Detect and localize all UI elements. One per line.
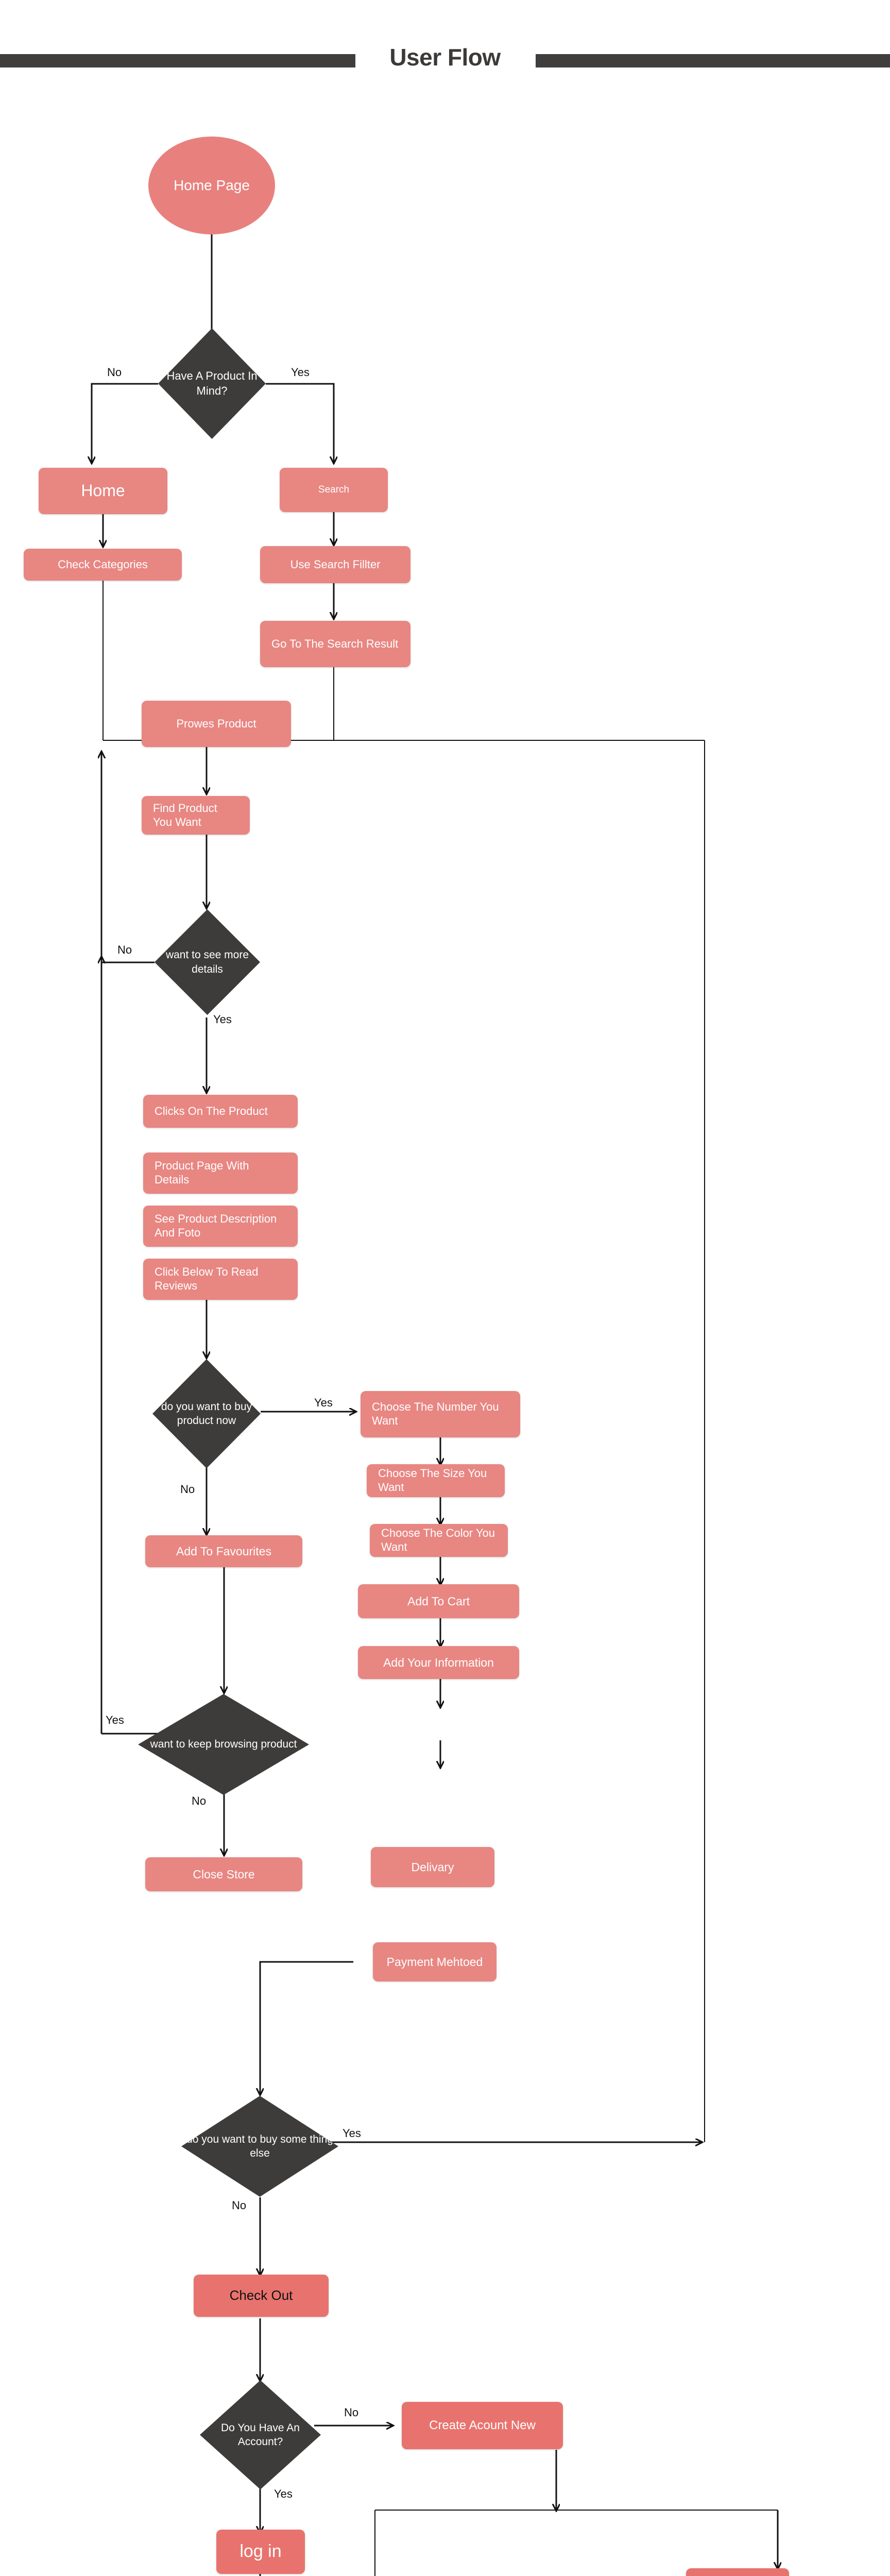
edge-label-have-account-yes: Yes: [274, 2487, 293, 2500]
edge-label-keep-browsing-yes: Yes: [106, 1714, 124, 1726]
node-label: Close Store: [193, 1867, 255, 1881]
node-add-to-favourites[interactable]: Add To Favourites: [145, 1535, 302, 1567]
node-home[interactable]: Home: [39, 468, 167, 514]
node-prowes-product[interactable]: Prowes Product: [142, 701, 291, 747]
node-label: Home Page: [174, 177, 250, 193]
node-label: log in: [239, 2541, 282, 2562]
node-choose-the-number-you-want[interactable]: Choose The Number You Want: [361, 1391, 520, 1437]
edge-label-have-product-no: No: [107, 366, 122, 379]
edge-label-keep-browsing-no: No: [192, 1794, 207, 1807]
node-label: Check Categories: [58, 557, 148, 571]
node-label: Use Search Fillter: [290, 557, 381, 571]
edge-label-have-product-yes: Yes: [291, 366, 310, 379]
edge-label-buy-now-yes: Yes: [314, 1396, 333, 1409]
node-label: Go To The Search Result: [271, 637, 399, 650]
node-label: Add Your Information: [383, 1655, 494, 1669]
node-search[interactable]: Search: [280, 468, 388, 512]
node-label: Clicks On The Product: [155, 1104, 268, 1117]
node-choose-the-color-you-want[interactable]: Choose The Color You Want: [370, 1524, 508, 1557]
header-rule-right: [536, 54, 890, 67]
node-label: Add To Cart: [407, 1594, 470, 1608]
node-delivary[interactable]: Delivary: [371, 1847, 494, 1887]
header-rule-left: [0, 54, 355, 67]
node-check-categories[interactable]: Check Categories: [24, 549, 182, 581]
node-click-below-to-read-reviews[interactable]: Click Below To Read Reviews: [143, 1259, 298, 1300]
node-clicks-on-the-product[interactable]: Clicks On The Product: [143, 1095, 298, 1128]
node-label: Add To Favourites: [176, 1544, 271, 1558]
edge-label-have-account-no: No: [344, 2406, 359, 2419]
node-label: See Product Description And Foto: [155, 1212, 277, 1239]
decision-label: want to keep browsing product: [150, 1738, 297, 1751]
decision-label: want to see more details: [165, 949, 249, 975]
node-home-page[interactable]: Home Page: [148, 137, 275, 234]
edge-label-buy-now-no: No: [180, 1483, 195, 1496]
node-fill-sign-up-details[interactable]: Fill Sign Up Details: [686, 2568, 789, 2576]
node-label: Find Product You Want: [153, 801, 217, 828]
node-label: Delivary: [411, 1860, 454, 1874]
node-create-acount-new[interactable]: Create Acount New: [402, 2402, 563, 2449]
edge-label-more-details-no: No: [117, 943, 132, 956]
node-add-to-cart[interactable]: Add To Cart: [358, 1584, 519, 1618]
node-label: Choose The Number You Want: [372, 1400, 499, 1427]
node-label: Product Page With Details: [155, 1159, 249, 1186]
node-add-your-information[interactable]: Add Your Information: [358, 1646, 519, 1679]
node-label: Home: [81, 481, 125, 500]
edge-label-more-details-yes: Yes: [213, 1013, 232, 1026]
node-label: Click Below To Read Reviews: [155, 1265, 259, 1292]
node-check-out[interactable]: Check Out: [194, 2275, 329, 2317]
node-find-product-you-want[interactable]: Find Product You Want: [142, 796, 250, 835]
node-label: Choose The Size You Want: [378, 1467, 487, 1494]
node-label: Check Out: [229, 2287, 293, 2303]
node-payment-mehtoed[interactable]: Payment Mehtoed: [373, 1942, 497, 1981]
node-use-search-filter[interactable]: Use Search Fillter: [260, 546, 410, 583]
decision-label: do you want to buy some thing else: [186, 2133, 333, 2159]
edge-label-buy-else-yes: Yes: [343, 2127, 361, 2140]
decision-label: do you want to buy product now: [161, 1400, 252, 1427]
node-choose-the-size-you-want[interactable]: Choose The Size You Want: [367, 1464, 505, 1497]
node-label: Search: [318, 484, 350, 496]
node-label: Choose The Color You Want: [381, 1527, 495, 1553]
node-see-product-description-and-foto[interactable]: See Product Description And Foto: [143, 1206, 298, 1247]
node-label: Payment Mehtoed: [386, 1955, 483, 1969]
decision-label: Do You Have An Account?: [221, 2421, 300, 2448]
node-log-in[interactable]: log in: [216, 2530, 305, 2574]
page-title: User Flow: [389, 44, 501, 71]
decision-label: Have A Product In Mind?: [166, 369, 258, 397]
page-header: User Flow: [0, 0, 890, 98]
node-label: Create Acount New: [429, 2418, 536, 2433]
node-go-to-search-result[interactable]: Go To The Search Result: [260, 621, 410, 667]
edge-label-buy-else-no: No: [232, 2199, 247, 2212]
node-product-page-with-details[interactable]: Product Page With Details: [143, 1153, 298, 1194]
node-close-store-browsing[interactable]: Close Store: [145, 1857, 302, 1891]
node-label: Prowes Product: [176, 717, 256, 730]
